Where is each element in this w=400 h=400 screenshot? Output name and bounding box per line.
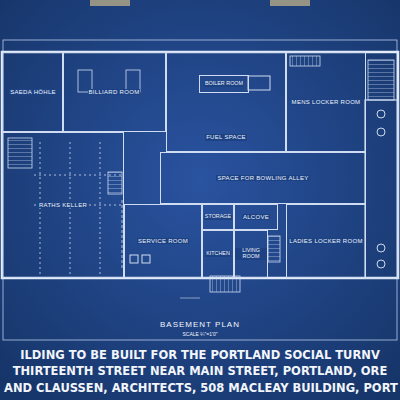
- room-box: SERVICE ROOM: [124, 204, 202, 278]
- room-label: SAEDA HÖHLE: [9, 89, 57, 96]
- stair-hall: [365, 100, 398, 278]
- room-box: KITCHEN: [202, 230, 234, 278]
- room-label: BOILER ROOM: [204, 81, 244, 87]
- room-box: RATHS KELLER: [2, 132, 124, 278]
- room-box: BILLIARD ROOM: [62, 52, 166, 132]
- room-box: SPACE FOR BOWLING ALLEY: [160, 152, 366, 204]
- room-label: LADIES LOCKER ROOM: [288, 238, 363, 245]
- title-block-text: THIRTEENTH STREET NEAR MAIN STREET, PORT…: [4, 364, 396, 378]
- room-box: BOILER ROOM: [199, 75, 249, 93]
- column-line: [100, 142, 101, 274]
- stair: [210, 276, 240, 292]
- room-box: LIVING ROOM: [234, 230, 268, 278]
- room-label: SPACE FOR BOWLING ALLEY: [216, 175, 309, 182]
- room-label: LIVING ROOM: [235, 248, 267, 260]
- plan-title: BASEMENT PLAN: [100, 320, 300, 329]
- dimension-line: [180, 298, 200, 299]
- room-label: BILLIARD ROOM: [88, 89, 141, 96]
- room-box: ALCOVE: [234, 204, 278, 230]
- tape: [270, 0, 310, 6]
- room-box: MENS LOCKER ROOM: [286, 52, 366, 152]
- room-label: ALCOVE: [242, 214, 270, 221]
- room-label: STORAGE: [204, 214, 232, 220]
- room-label: KITCHEN: [205, 251, 231, 257]
- stair: [268, 236, 280, 262]
- tape: [90, 0, 130, 6]
- scale-note: SCALE ¼"=1'0": [140, 331, 260, 337]
- outer-wall: [2, 52, 398, 278]
- title-block-text: ILDING TO BE BUILT FOR THE PORTLAND SOCI…: [4, 348, 396, 362]
- room-label: RATHS KELLER: [38, 202, 88, 209]
- room-label: SERVICE ROOM: [137, 238, 189, 245]
- room-box: SAEDA HÖHLE: [2, 52, 64, 132]
- title-block-text: AND CLAUSSEN, ARCHITECTS, 508 MACLEAY BU…: [4, 381, 396, 395]
- column-line: [122, 200, 123, 270]
- room-box: STORAGE: [202, 204, 234, 230]
- room-label: FUEL SPACE: [205, 134, 247, 141]
- toilet-fixtures: [130, 76, 385, 268]
- stair: [108, 172, 122, 194]
- stair: [368, 60, 394, 100]
- columns: [34, 142, 122, 274]
- border-line: [3, 40, 397, 340]
- room-box: LADIES LOCKER ROOM: [286, 204, 366, 278]
- stair: [290, 56, 320, 66]
- room-label: MENS LOCKER ROOM: [291, 99, 362, 106]
- room-box: FUEL SPACE BOILER ROOM: [166, 52, 286, 152]
- stair: [8, 138, 32, 168]
